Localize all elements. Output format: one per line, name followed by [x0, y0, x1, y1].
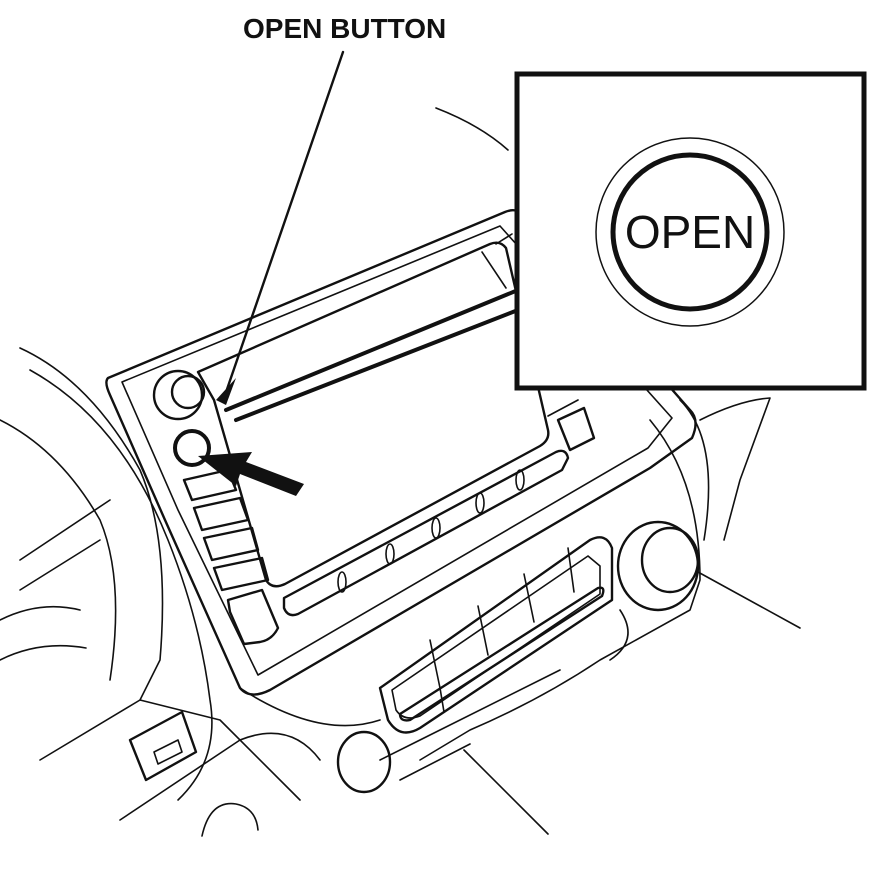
softkey-strip	[282, 449, 570, 617]
lower-round-knob	[336, 730, 392, 794]
dashboard-contours	[0, 347, 771, 821]
leader-arrowhead-icon	[216, 378, 236, 405]
right-knob-icon[interactable]	[616, 520, 700, 612]
open-button[interactable]	[173, 429, 211, 467]
right-button-edge	[547, 399, 579, 417]
lower-leader-line	[463, 749, 549, 835]
inset-callout-lines	[224, 288, 520, 422]
softkey-dividers	[337, 469, 525, 593]
inset-open-button: OPEN	[595, 137, 785, 327]
leader-line	[222, 50, 345, 400]
left-button-5[interactable]	[226, 588, 280, 646]
dash-top-line	[435, 107, 509, 151]
inset-box	[514, 71, 867, 391]
bottom-partial-circle	[201, 802, 259, 837]
head-unit-inner-bezel	[121, 225, 673, 676]
climate-dividers	[429, 547, 575, 713]
left-button-2[interactable]	[192, 496, 250, 532]
left-button-3[interactable]	[202, 526, 260, 562]
left-button-column	[182, 468, 280, 646]
climate-panel	[378, 536, 614, 734]
lower-left-switch	[128, 710, 198, 782]
pointer-arrow-icon	[198, 452, 304, 496]
right-small-button[interactable]	[556, 406, 596, 452]
climate-panel-inner	[391, 555, 601, 719]
volume-knob-icon[interactable]	[152, 369, 206, 421]
left-button-4[interactable]	[212, 556, 270, 592]
climate-slot	[398, 586, 605, 722]
inset-open-label: OPEN	[625, 206, 755, 258]
display-corner	[495, 233, 513, 245]
callout-label: OPEN BUTTON	[243, 13, 446, 44]
display-edge	[481, 251, 507, 289]
right-knob-leader	[697, 571, 801, 629]
left-button-1[interactable]	[182, 468, 238, 502]
